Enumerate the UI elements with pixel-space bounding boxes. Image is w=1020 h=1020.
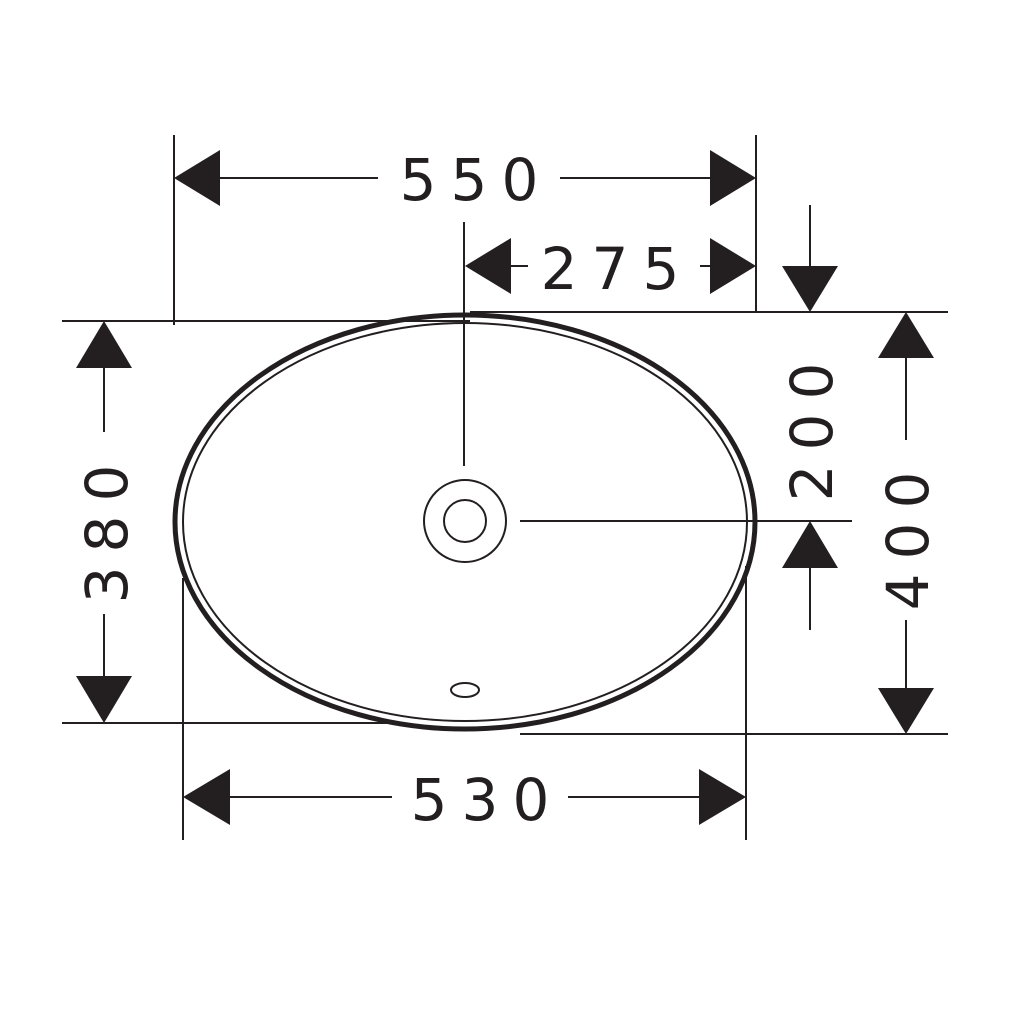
drain-inner-ring	[443, 499, 487, 543]
arrow-left	[183, 769, 230, 825]
dim-label-bottom-width: 530	[411, 766, 564, 834]
dim-inner-depth: 380	[73, 321, 141, 723]
arrow-right	[710, 238, 756, 294]
drain-outer-ring	[423, 479, 507, 563]
arrow-up	[878, 312, 934, 358]
arrow-left	[174, 150, 220, 206]
basin-outline	[172, 312, 758, 732]
dim-label-inner-depth: 380	[73, 451, 141, 604]
arrow-down	[782, 266, 838, 312]
dim-overall-width: 550	[174, 146, 756, 214]
dim-label-overall-width: 550	[400, 146, 553, 214]
dim-label-rim-to-drain: 200	[778, 349, 846, 502]
arrow-up	[76, 321, 132, 368]
arrow-left	[465, 238, 511, 294]
arrow-down	[76, 676, 132, 723]
basin-outer-rim	[172, 312, 758, 732]
dim-overall-depth: 400	[874, 312, 942, 734]
dim-bottom-width: 530	[183, 766, 746, 834]
dim-center-offset: 275	[465, 235, 756, 303]
extension-lines	[62, 135, 948, 840]
dim-label-center-offset: 275	[541, 235, 694, 303]
overflow-hole	[450, 682, 480, 698]
arrow-right	[699, 769, 746, 825]
arrow-up	[782, 521, 838, 568]
dim-rim-to-drain: 200	[778, 205, 846, 630]
arrow-right	[710, 150, 756, 206]
dim-label-overall-depth: 400	[874, 458, 942, 611]
basin-inner-rim	[182, 322, 748, 722]
arrow-down	[878, 688, 934, 734]
